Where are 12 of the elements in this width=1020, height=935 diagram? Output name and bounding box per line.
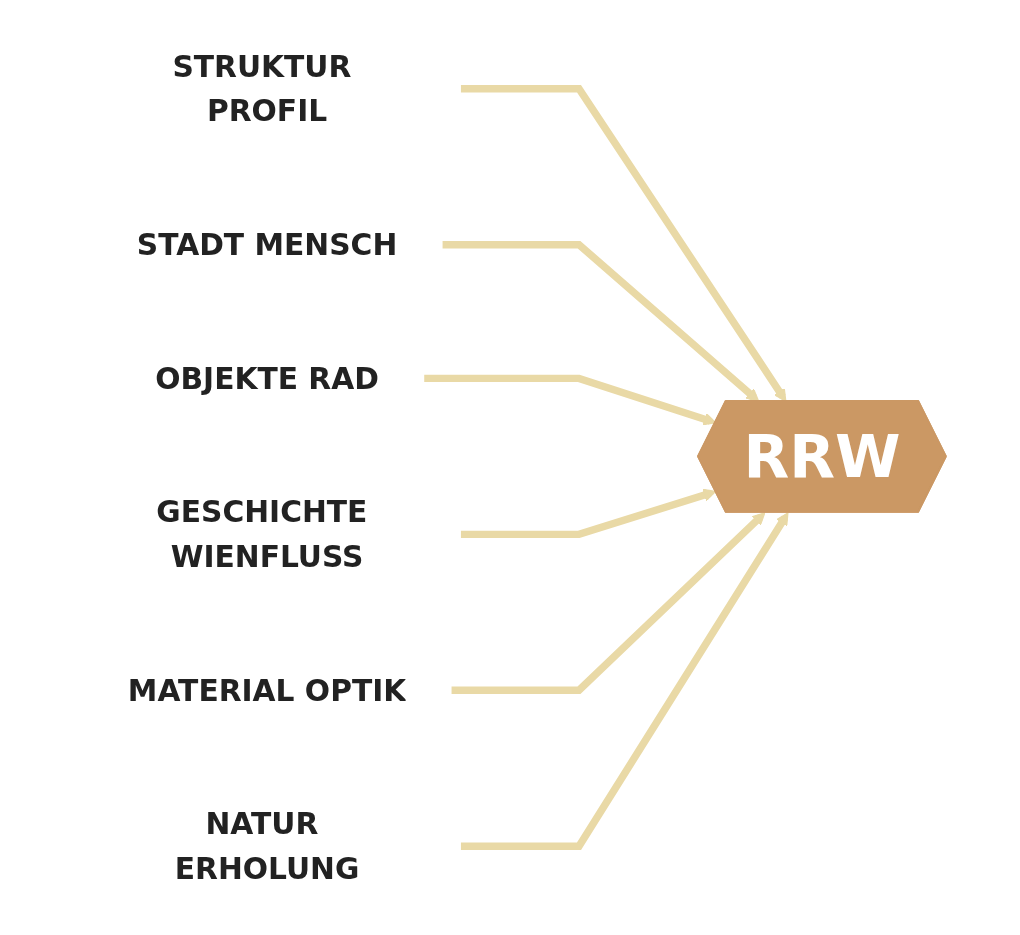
node-text: OBJEKTE RAD xyxy=(155,360,379,397)
node-text: GESCHICHTE WIENFLUSS xyxy=(156,494,368,575)
node-text: NATUR ERHOLUNG xyxy=(174,806,360,887)
node-text: STRUKTUR PROFIL xyxy=(172,48,352,129)
arrow xyxy=(460,512,789,850)
arrow xyxy=(460,85,787,402)
arrow xyxy=(441,240,760,402)
arrow xyxy=(460,488,717,539)
arrow xyxy=(423,374,717,426)
node-text: MATERIAL OPTIK xyxy=(127,672,407,709)
arrow xyxy=(450,512,766,695)
node-text: STADT MENSCH xyxy=(136,226,398,263)
